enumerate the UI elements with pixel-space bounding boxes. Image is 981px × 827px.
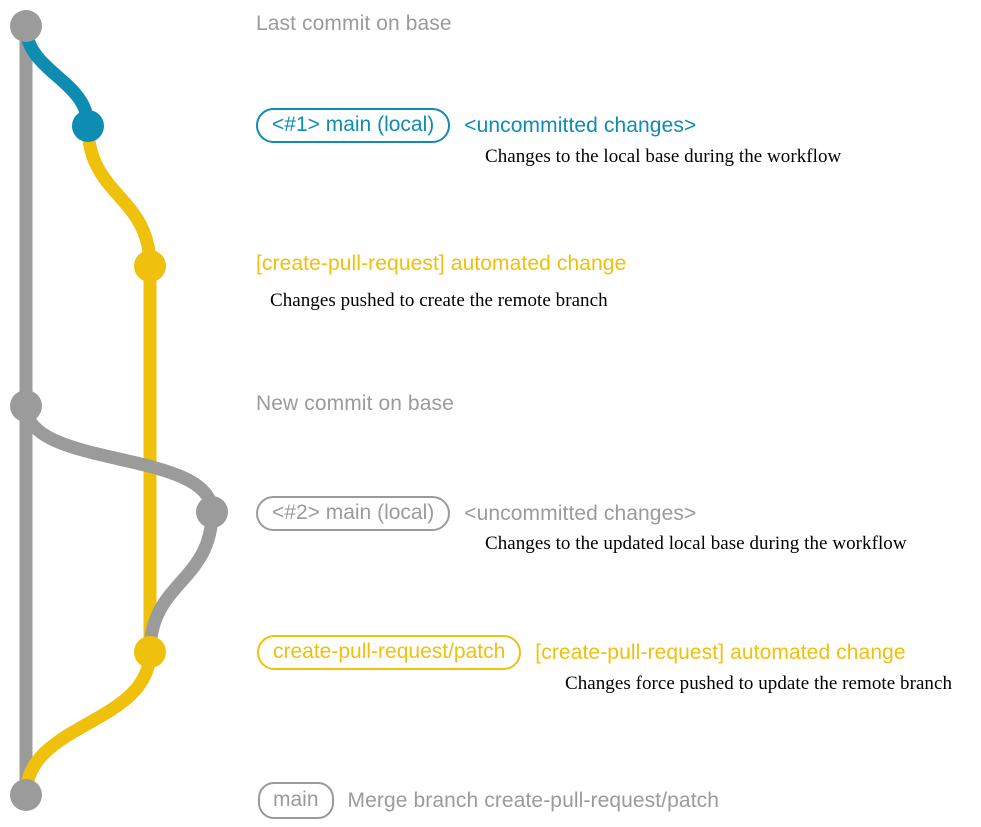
commit-dot-local-2[interactable]	[196, 496, 228, 528]
commit-message-local-2: <uncommitted changes>	[464, 501, 697, 525]
branch-badge-create-pull-request-patch[interactable]: create-pull-request/patch	[257, 635, 522, 670]
branch-badge-main-local-1[interactable]: <#1> main (local)	[256, 108, 451, 143]
commit-description-local-1: Changes to the local base during the wor…	[485, 146, 842, 167]
commit-dot-base-head[interactable]	[10, 10, 42, 42]
commit-dot-base-new[interactable]	[10, 390, 42, 422]
row-local-commit-2: <#2> main (local) <uncommitted changes>	[256, 496, 696, 531]
commit-dot-local-1[interactable]	[72, 110, 104, 142]
commit-message-automated-change-1: [create-pull-request] automated change	[256, 252, 627, 275]
branch-badge-main[interactable]: main	[258, 782, 334, 819]
row-local-commit-1: <#1> main (local) <uncommitted changes>	[256, 108, 696, 143]
branch-badge-main-local-2[interactable]: <#2> main (local)	[256, 496, 451, 531]
commit-message-local-1: <uncommitted changes>	[464, 113, 697, 137]
patch-merge-line-gold	[19, 645, 157, 802]
commit-description-automated-change-2: Changes force pushed to update the remot…	[565, 673, 953, 694]
commit-message-automated-change-2: [create-pull-request] automated change	[535, 640, 906, 664]
commit-description-automated-change-1: Changes pushed to create the remote bran…	[270, 290, 608, 311]
commit-dot-patch-1[interactable]	[134, 250, 166, 282]
commit-message-new-commit-on-base: New commit on base	[256, 392, 454, 415]
commit-dot-merge[interactable]	[10, 779, 42, 811]
row-merge-commit: main Merge branch create-pull-request/pa…	[258, 782, 719, 819]
row-last-commit-on-base: Last commit on base	[256, 12, 452, 36]
commit-dot-patch-2[interactable]	[134, 636, 166, 668]
updated-local-merge-line	[143, 505, 219, 659]
commit-message-merge: Merge branch create-pull-request/patch	[347, 788, 720, 812]
updated-local-branch-line	[19, 399, 219, 519]
commit-description-local-2: Changes to the updated local base during…	[485, 533, 907, 554]
row-automated-change-1: [create-pull-request] automated change	[256, 252, 626, 276]
row-automated-change-2: create-pull-request/patch [create-pull-r…	[257, 635, 906, 670]
row-new-commit-on-base: New commit on base	[256, 392, 454, 416]
commit-message-last-commit-on-base: Last commit on base	[256, 12, 452, 35]
